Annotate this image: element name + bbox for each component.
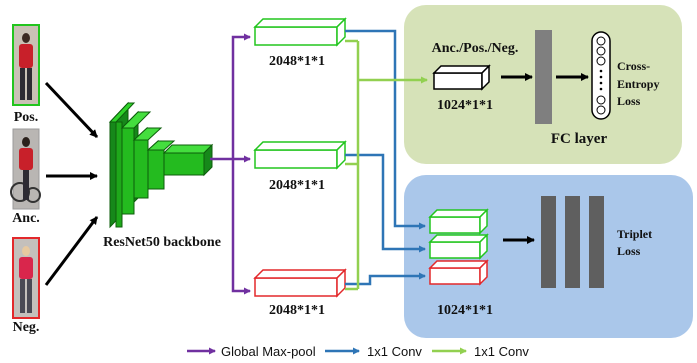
positive-label: Pos. bbox=[14, 110, 39, 125]
triplet-bar-1 bbox=[541, 196, 556, 288]
legend-max-pool-label: Global Max-pool bbox=[221, 344, 316, 359]
triplet-vector-anchor bbox=[428, 233, 489, 260]
triplet-loss-label-2: Loss bbox=[617, 244, 641, 258]
fc-input-label: Anc./Pos./Neg. bbox=[432, 41, 519, 56]
cross-entropy-label-1: Cross- bbox=[617, 59, 650, 73]
triplet-vector-negative bbox=[428, 259, 489, 286]
triplet-vector-positive bbox=[428, 208, 489, 235]
fc-reduced-dim: 1024*1*1 bbox=[437, 98, 493, 113]
feature-vector-top bbox=[253, 17, 347, 47]
triplet-reduced-dim: 1024*1*1 bbox=[437, 303, 493, 318]
fc-feature-vector bbox=[432, 64, 491, 91]
fc-layer-label: FC layer bbox=[551, 131, 608, 147]
legend-conv-blue-label: 1x1 Conv bbox=[367, 344, 422, 359]
fc-layer-bar bbox=[535, 30, 552, 124]
negative-image bbox=[12, 237, 40, 319]
conv-green-connections bbox=[345, 39, 428, 291]
anchor-label: Anc. bbox=[12, 211, 40, 226]
cross-entropy-label-3: Loss bbox=[617, 94, 641, 108]
max-pool-connections bbox=[210, 33, 251, 295]
triplet-bar-2 bbox=[565, 196, 580, 288]
cross-entropy-label-2: Entropy bbox=[617, 77, 659, 91]
positive-image bbox=[12, 24, 40, 106]
anchor-image bbox=[10, 128, 41, 210]
feature-dim-middle: 2048*1*1 bbox=[269, 178, 325, 193]
feature-vector-middle bbox=[253, 140, 347, 170]
triplet-loss-label-1: Triplet bbox=[617, 227, 652, 241]
arrow-pos-to-backbone bbox=[44, 81, 99, 139]
feature-dim-top: 2048*1*1 bbox=[269, 54, 325, 69]
feature-vector-bottom bbox=[253, 268, 347, 298]
feature-dim-bottom: 2048*1*1 bbox=[269, 303, 325, 318]
backbone-label: ResNet50 backbone bbox=[103, 235, 221, 250]
softmax-output-nodes bbox=[591, 31, 611, 120]
legend: Global Max-pool 1x1 Conv 1x1 Conv bbox=[187, 344, 529, 359]
triplet-bar-3 bbox=[589, 196, 604, 288]
legend-conv-green-label: 1x1 Conv bbox=[474, 344, 529, 359]
negative-label: Neg. bbox=[13, 320, 40, 335]
backbone-network bbox=[108, 101, 214, 229]
arrow-neg-to-backbone bbox=[44, 216, 99, 286]
